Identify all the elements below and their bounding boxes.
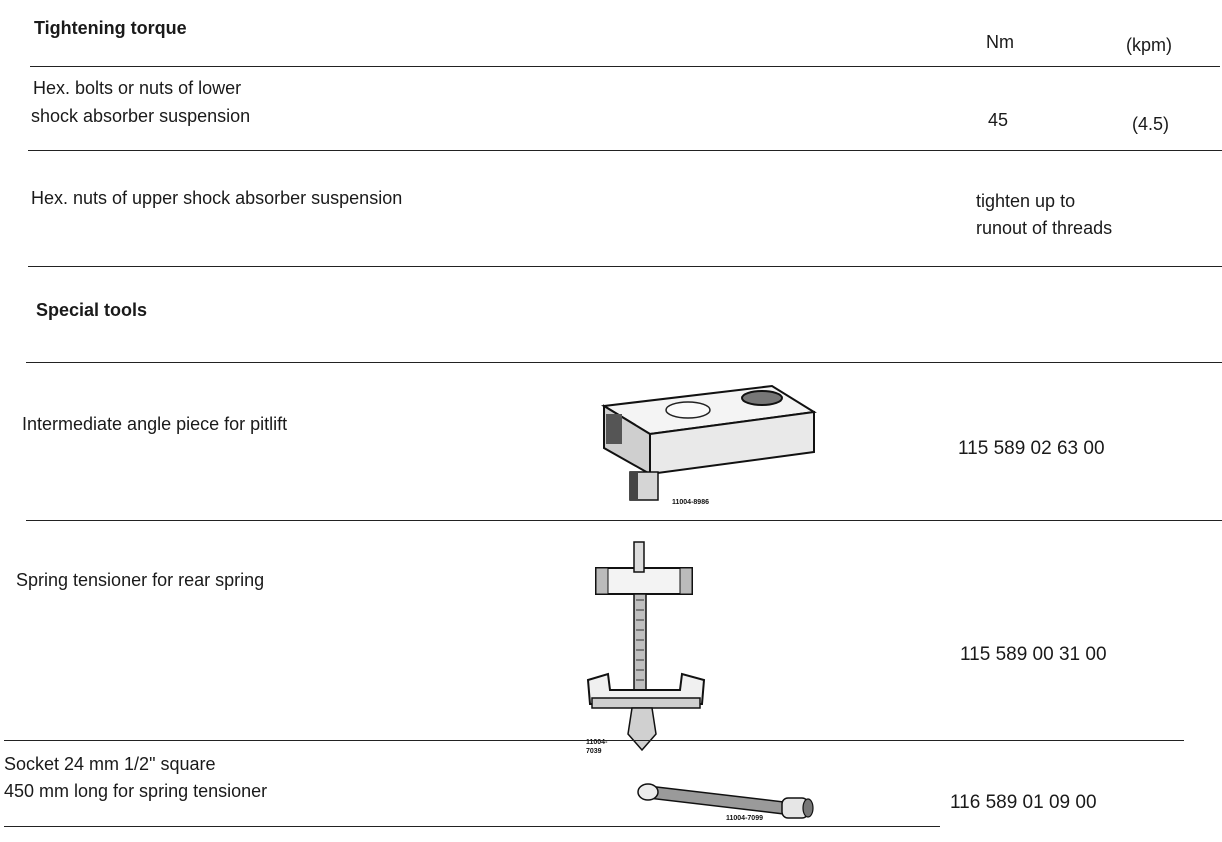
tool-2-figure-label-a: 11004-: [586, 739, 608, 746]
tool-3-name-line2: 450 mm long for spring tensioner: [4, 781, 268, 801]
socket-illustration: 11004-7099: [637, 783, 814, 822]
nm-column-header: Nm: [986, 32, 1014, 52]
angle-piece-illustration: 11004-8986: [601, 384, 817, 506]
tool-2-name: Spring tensioner for rear spring: [16, 570, 265, 590]
divider: [30, 66, 1220, 67]
divider: [4, 740, 1184, 741]
divider: [26, 362, 1222, 363]
torque-row-1-kpm-value: (4.5): [1132, 114, 1170, 134]
torque-row-2-value-line2: runout of threads: [976, 218, 1113, 238]
torque-row-2-value-line1: tighten up to: [976, 191, 1076, 211]
tool-1-part-number: 115 589 02 63 00: [958, 438, 1105, 459]
kpm-column-header: (kpm): [1126, 35, 1172, 55]
torque-row-1-label-line2: shock absorber suspension: [31, 106, 251, 126]
tool-1-name: Intermediate angle piece for pitlift: [22, 414, 288, 434]
torque-row-2-label: Hex. nuts of upper shock absorber suspen…: [31, 188, 403, 208]
tool-3-part-number: 116 589 01 09 00: [950, 792, 1097, 813]
special-tools-heading: Special tools: [36, 300, 148, 320]
torque-row-1-nm-value: 45: [988, 110, 1009, 130]
tool-1-figure-label: 11004-8986: [672, 499, 709, 506]
divider: [26, 520, 1222, 521]
divider: [28, 150, 1222, 151]
tool-3-name-line1: Socket 24 mm 1/2" square: [4, 754, 216, 774]
torque-row-1-label-line1: Hex. bolts or nuts of lower: [33, 78, 242, 98]
torque-heading: Tightening torque: [34, 18, 187, 38]
tool-3-figure-label: 11004-7099: [726, 815, 763, 822]
tool-2-figure-label-b: 7039: [586, 748, 602, 755]
divider: [4, 826, 940, 827]
tool-2-part-number: 115 589 00 31 00: [960, 644, 1107, 665]
spring-tensioner-illustration: 11004- 7039: [586, 541, 706, 755]
divider: [28, 266, 1222, 267]
